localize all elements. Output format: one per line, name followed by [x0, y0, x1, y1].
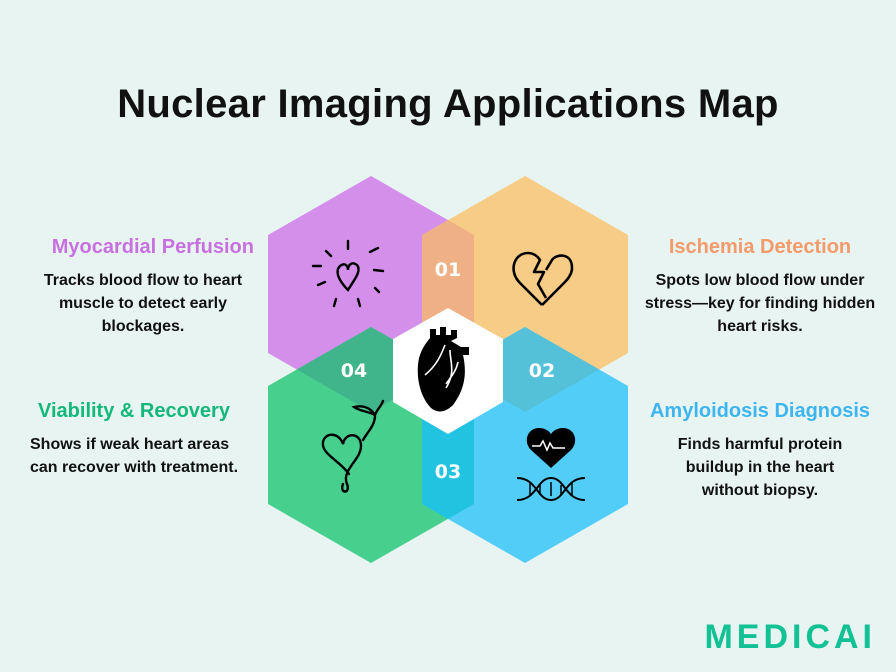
- item-title: Ischemia Detection: [668, 236, 852, 258]
- item-description: Tracks blood flow to heart muscle to det…: [43, 272, 243, 335]
- broken-heart-icon: [512, 251, 574, 306]
- anatomical-heart-icon: [417, 327, 469, 412]
- item-title: Viability & Recovery: [38, 400, 230, 422]
- item-myocardial-perfusion: Myocardial Perfusion Tracks blood flow t…: [4, 236, 264, 338]
- number-01: 01: [435, 259, 461, 281]
- number-04: 04: [341, 360, 367, 382]
- number-02: 02: [529, 360, 555, 382]
- item-ischemia-detection: Ischemia Detection Spots low blood flow …: [630, 236, 890, 338]
- medicai-logo: MEDICAI: [704, 618, 876, 656]
- item-viability-recovery: Viability & Recovery Shows if weak heart…: [4, 400, 264, 479]
- heart-sprout-icon: [321, 399, 385, 493]
- item-amyloidosis-diagnosis: Amyloidosis Diagnosis Finds harmful prot…: [630, 400, 890, 502]
- item-title: Myocardial Perfusion: [51, 236, 254, 258]
- radiant-heart-icon: [311, 239, 385, 308]
- number-03: 03: [435, 461, 461, 483]
- heart-dna-icon: [516, 428, 586, 502]
- item-description: Shows if weak heart areas can recover wi…: [30, 436, 239, 476]
- page-title: Nuclear Imaging Applications Map: [117, 82, 779, 126]
- item-description: Spots low blood flow under stress—key fo…: [644, 272, 876, 335]
- item-title: Amyloidosis Diagnosis: [649, 400, 871, 422]
- item-description: Finds harmful protein buildup in the hea…: [677, 436, 843, 499]
